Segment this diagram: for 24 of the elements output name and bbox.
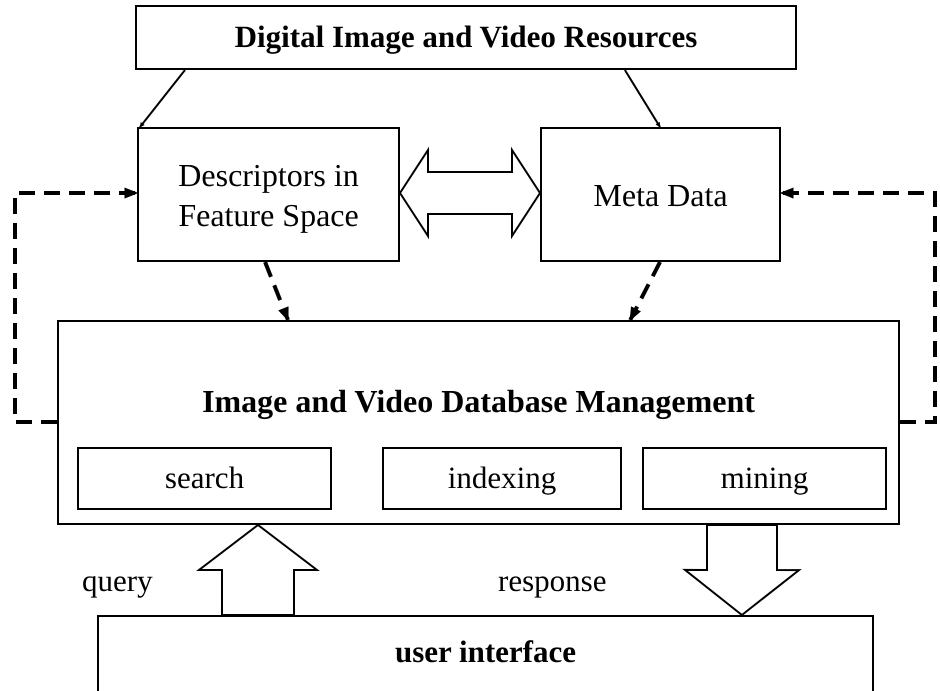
dashed-arrow — [628, 261, 662, 322]
block-arrow — [682, 524, 802, 616]
dashed-arrow — [263, 261, 290, 322]
box-label: user interface — [394, 633, 578, 671]
process-box — [540, 127, 781, 262]
box-label: search — [164, 459, 246, 498]
process-box — [77, 447, 332, 510]
process-box — [57, 320, 900, 525]
box-label: Digital Image and Video Resources — [234, 18, 698, 56]
arrow — [139, 69, 186, 128]
process-box — [137, 127, 400, 262]
box-label: Image and Video Database Management — [201, 382, 756, 422]
process-box — [382, 447, 622, 510]
box-label: Meta Data — [592, 176, 729, 214]
box-label: indexing — [446, 459, 558, 498]
box-label: mining — [720, 459, 810, 498]
block-arrow — [196, 524, 320, 616]
process-box — [642, 447, 887, 510]
block-arrow — [398, 146, 542, 240]
process-box — [135, 5, 797, 70]
dashed-arrow — [780, 187, 937, 424]
arrow — [624, 69, 661, 128]
dashed-arrow — [13, 187, 138, 424]
box-label: Descriptors in Feature Space — [177, 156, 360, 234]
